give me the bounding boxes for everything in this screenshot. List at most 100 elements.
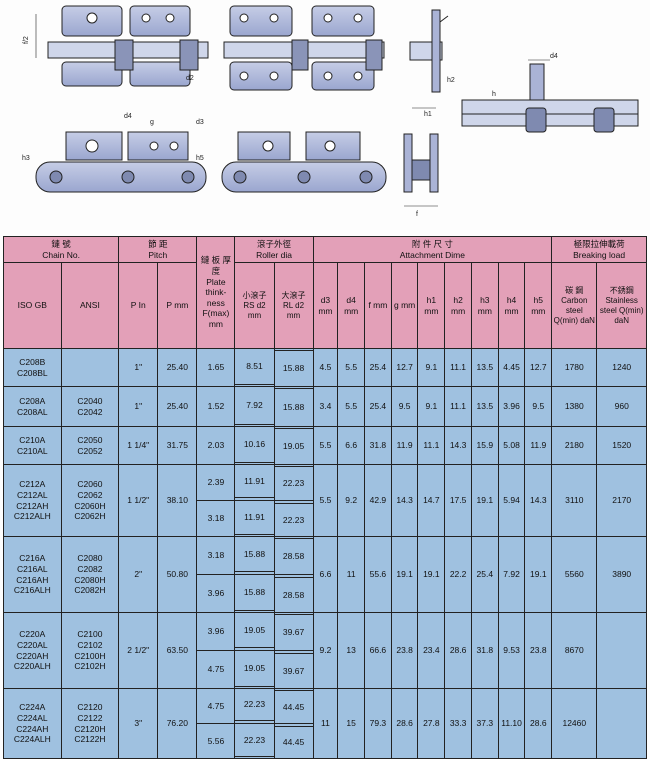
- pitch-mm-cell: 25.40: [157, 348, 198, 387]
- pitch-mm-cell: 38.10: [157, 464, 198, 537]
- roller-rs-value: 11.91: [235, 500, 274, 536]
- iso-gb-cell-line: C212ALH: [13, 511, 51, 522]
- label-d4-a: d4: [550, 53, 558, 60]
- iso-gb-cell-line: C210A: [19, 434, 46, 445]
- drawing-attachment-plate-b: [223, 5, 385, 91]
- attachment-value: 11.1: [417, 426, 446, 465]
- pitch-mm-cell: 31.75: [157, 426, 198, 465]
- plate-value: 1.52: [207, 401, 225, 412]
- attachment-value: 19.1: [470, 464, 499, 537]
- attachment-value: 66.6: [364, 612, 392, 689]
- attachment-value: 12.7: [390, 348, 419, 387]
- roller-rl-value: 15.88: [282, 363, 305, 374]
- attachment-value: 28.6: [524, 688, 553, 759]
- roller-rl-value: [275, 500, 313, 504]
- ansi-cell-line: C2080: [77, 553, 103, 564]
- iso-gb-cell-line: C208BL: [16, 367, 48, 378]
- ansi-cell-line: C2102H: [74, 661, 106, 672]
- iso-gb-cell-line: C224AH: [16, 723, 49, 734]
- roller-rl-value: 22.23: [282, 514, 305, 525]
- attachment-value: 4.5: [312, 348, 339, 387]
- attachment-value: 31.8: [364, 426, 392, 465]
- pitch-in-cell: 1 1/4": [118, 426, 159, 465]
- ansi-cell-line: C2060H: [74, 500, 106, 511]
- attachment-value: 28.6: [390, 688, 419, 759]
- attachment-value: 9.1: [417, 386, 446, 427]
- roller-rl-value: [275, 427, 313, 429]
- iso-gb-cell-line: C220ALH: [13, 661, 51, 672]
- drawing-side-bracket: h1 h2: [409, 9, 455, 118]
- plate-value: 4.75: [197, 689, 234, 724]
- ansi-cell-line: C2122: [77, 712, 103, 723]
- attachment-value: 37.3: [470, 688, 499, 759]
- attachment-value: 14.3: [524, 464, 553, 537]
- plate-value: 2.39: [197, 465, 234, 501]
- attachment-value: 9.5: [390, 386, 419, 427]
- attachment-value: 31.8: [470, 612, 499, 689]
- attachment-value: 3.96: [497, 386, 526, 427]
- roller-rs-value: [235, 571, 274, 575]
- stainless-load-cell: [596, 612, 647, 689]
- attachment-value: 5.5: [312, 426, 339, 465]
- roller-rs-value: [235, 647, 274, 651]
- attachment-value: 15: [337, 688, 366, 759]
- iso-gb-cell-line: C224A: [19, 702, 46, 713]
- attachment-value: 25.4: [364, 348, 392, 387]
- ansi-cell-line: C2052: [77, 445, 103, 456]
- ansi-cell-line: C2042: [77, 406, 103, 417]
- drawing-bent-attachment-b: [221, 131, 387, 193]
- roller-rs-value: 11.91: [235, 465, 274, 499]
- attachment-value: 19.1: [390, 536, 419, 613]
- attachment-value: 42.9: [364, 464, 392, 537]
- roller-rl-value: 22.23: [275, 466, 313, 501]
- roller-rl-value: 19.05: [282, 441, 305, 452]
- attachment-value: 15.9: [470, 426, 499, 465]
- stainless-load-cell: 2170: [596, 464, 647, 537]
- roller-rs-value: [235, 497, 274, 501]
- pitch-in-cell: 2": [118, 536, 159, 613]
- stainless-load-cell: [596, 688, 647, 759]
- pitch-mm-cell: 76.20: [157, 688, 198, 759]
- header-iso-gb: ISO GB: [3, 262, 62, 349]
- iso-gb-cell-line: C210AL: [16, 445, 48, 456]
- roller-rs-value: 22.23: [235, 689, 274, 722]
- header-attach-col: g mm: [390, 262, 419, 349]
- header-attach-col: f mm: [364, 262, 392, 349]
- roller-rl-cell: 15.88: [273, 348, 314, 387]
- roller-rs-cell: 10.16: [234, 426, 275, 465]
- attachment-value: 19.1: [524, 536, 553, 613]
- iso-gb-cell-line: C208AL: [16, 406, 48, 417]
- carbon-load-cell: 5560: [551, 536, 598, 613]
- attachment-value: 55.6: [364, 536, 392, 613]
- roller-rs-value: 8.51: [235, 349, 274, 385]
- attachment-value: 11.10: [497, 688, 526, 759]
- attachment-value: 33.3: [444, 688, 472, 759]
- attachment-value: 7.92: [497, 536, 526, 613]
- chain-drawings: f/2 d2 h1 h2 d4 h: [22, 5, 639, 218]
- label-half-pitch: f/2: [23, 36, 30, 44]
- drawing-vertical-attachment: d4 h: [461, 53, 639, 133]
- ansi-cell-line: C2122H: [74, 734, 106, 745]
